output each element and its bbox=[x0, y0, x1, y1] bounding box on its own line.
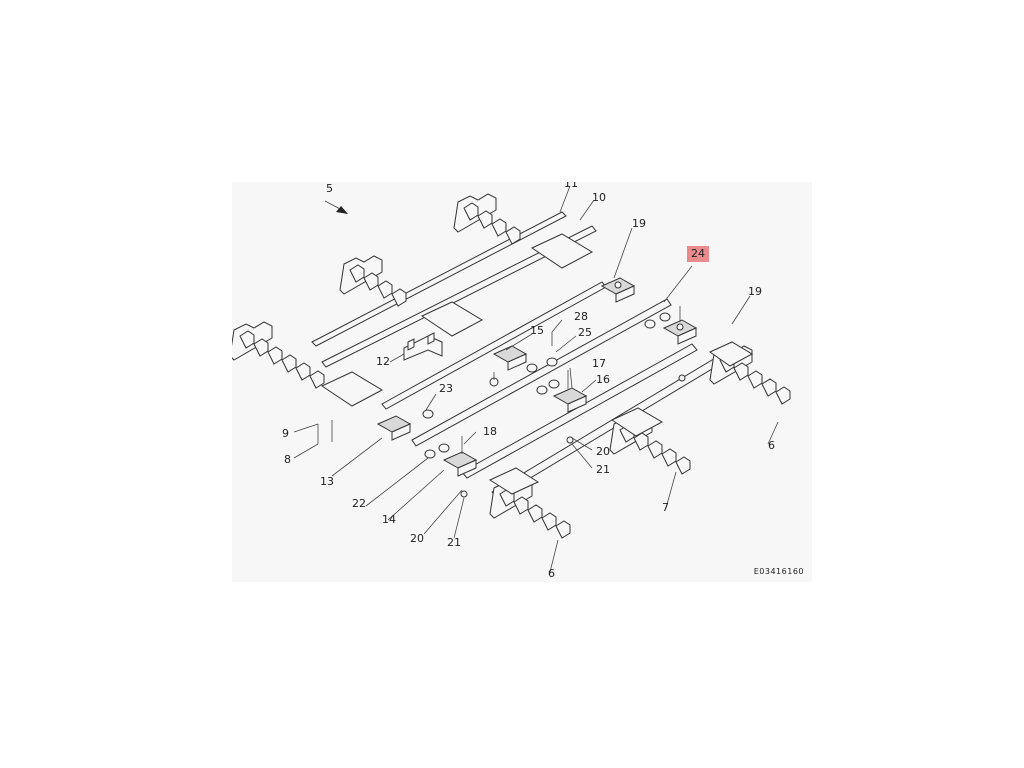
bushings bbox=[422, 312, 686, 498]
callout-23[interactable]: 23 bbox=[439, 382, 453, 395]
hinge-block-15 bbox=[492, 345, 528, 371]
upper-rods bbox=[311, 211, 728, 499]
callout-19-right[interactable]: 19 bbox=[748, 285, 762, 298]
parts-illustration bbox=[232, 185, 791, 573]
tooth-bar-top bbox=[453, 193, 521, 245]
callout-13[interactable]: 13 bbox=[320, 475, 334, 488]
callout-7[interactable]: 7 bbox=[662, 501, 669, 514]
hinge-block-19a bbox=[600, 277, 636, 303]
bolts bbox=[317, 306, 681, 454]
mounting-plates bbox=[320, 233, 754, 495]
callout-14[interactable]: 14 bbox=[382, 513, 396, 526]
drawing-code: E03416160 bbox=[753, 567, 804, 576]
callout-16[interactable]: 16 bbox=[596, 373, 610, 386]
callout-22[interactable]: 22 bbox=[352, 497, 366, 510]
callout-12[interactable]: 12 bbox=[376, 355, 390, 368]
callout-6-bottom[interactable]: 6 bbox=[548, 567, 555, 580]
callout-21-bottom[interactable]: 21 bbox=[447, 536, 461, 549]
callout-21-right[interactable]: 21 bbox=[596, 463, 610, 476]
callout-6-right[interactable]: 6 bbox=[768, 439, 775, 452]
callout-18[interactable]: 18 bbox=[483, 425, 497, 438]
callout-20-right[interactable]: 20 bbox=[596, 445, 610, 458]
callout-9[interactable]: 9 bbox=[282, 427, 289, 440]
leader-lines bbox=[293, 185, 779, 573]
tooth-bar-mid bbox=[339, 255, 407, 307]
hinge-block-16 bbox=[552, 387, 588, 413]
callout-11[interactable]: 11 bbox=[564, 182, 578, 190]
callout-28[interactable]: 28 bbox=[574, 310, 588, 323]
hinge-block-14 bbox=[442, 451, 478, 477]
callout-24[interactable]: 24 bbox=[687, 246, 709, 262]
callout-25[interactable]: 25 bbox=[578, 326, 592, 339]
callout-5[interactable]: 5 bbox=[326, 182, 333, 195]
callout-15[interactable]: 15 bbox=[530, 324, 544, 337]
direction-arrow-icon bbox=[324, 200, 348, 214]
tooth-bar-bottom bbox=[489, 479, 571, 539]
bracket-12 bbox=[403, 332, 443, 361]
callout-8[interactable]: 8 bbox=[284, 453, 291, 466]
callout-20-bottom[interactable]: 20 bbox=[410, 532, 424, 545]
hinge-block-19b bbox=[662, 319, 698, 345]
callout-17[interactable]: 17 bbox=[592, 357, 606, 370]
callout-19-upper[interactable]: 19 bbox=[632, 217, 646, 230]
exploded-parts-drawing: 5 11 10 19 24 19 28 15 25 12 17 16 23 9 … bbox=[232, 182, 812, 582]
callout-10[interactable]: 10 bbox=[592, 191, 606, 204]
tooth-bar-left bbox=[232, 321, 325, 389]
hinge-block-13 bbox=[376, 415, 412, 441]
